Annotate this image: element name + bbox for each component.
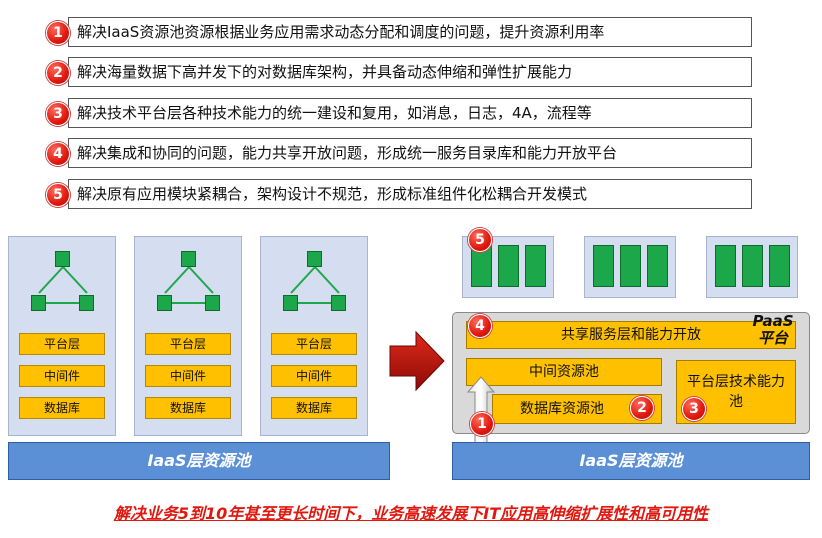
problem-item: 解决原有应用模块紧耦合，架构设计不规范，形成标准组件化松耦合开发模式	[68, 179, 752, 209]
vm-layer: 中间件	[19, 365, 105, 387]
problem-item: 解决IaaS资源池资源根据业务应用需求动态分配和调度的问题，提升资源利用率	[68, 17, 752, 47]
badge-database: 2	[630, 396, 654, 420]
tree-node	[157, 295, 172, 311]
badge-apps: 5	[468, 228, 492, 252]
vm-layer: 平台层	[145, 333, 231, 355]
middleware-pool: 中间资源池	[466, 358, 662, 386]
tree-node	[31, 295, 46, 311]
tree-lines	[38, 266, 88, 304]
badge-shared-service: 4	[468, 314, 492, 338]
vm-layer: 数据库	[271, 397, 357, 419]
right-iaas-label: IaaS层资源池	[579, 451, 683, 470]
shared-service-label: 共享服务层和能力开放	[561, 327, 701, 343]
problem-item: 解决集成和协同的问题，能力共享开放问题，形成统一服务目录库和能力开放平台	[68, 138, 752, 168]
virtual-machine: 平台层中间件数据库	[260, 236, 368, 436]
app-module-2	[584, 236, 676, 298]
badge-platform: 3	[682, 397, 706, 421]
tree-connector	[290, 266, 316, 294]
right-iaas-pool: IaaS层资源池	[452, 442, 810, 480]
problem-number-badge: 1	[46, 21, 70, 45]
component-bar	[647, 245, 668, 287]
virtual-machine: 平台层中间件数据库	[134, 236, 242, 436]
vm-layer: 数据库	[19, 397, 105, 419]
vm-layer: 中间件	[271, 365, 357, 387]
component-bar	[715, 245, 736, 287]
component-bar	[769, 245, 790, 287]
tree-connector	[38, 266, 64, 294]
tree-connector	[314, 266, 340, 294]
tree-node	[205, 295, 220, 311]
problem-number-badge: 4	[46, 142, 70, 166]
problem-item: 解决技术平台层各种技术能力的统一建设和复用，如消息，日志，4A，流程等	[68, 98, 752, 128]
tree-node	[331, 295, 346, 311]
vm-layer: 数据库	[145, 397, 231, 419]
platform-capability-pool: 平台层技术能力池	[676, 360, 796, 424]
app-module-3	[706, 236, 798, 298]
tree-node	[307, 251, 322, 267]
tree-lines	[290, 266, 340, 304]
vm-layer: 平台层	[19, 333, 105, 355]
problem-number-badge: 3	[46, 102, 70, 126]
component-bar	[742, 245, 763, 287]
component-bar	[620, 245, 641, 287]
vm-layer: 中间件	[145, 365, 231, 387]
tree-connector	[62, 266, 88, 294]
tree-node	[79, 295, 94, 311]
right-arrow-icon	[389, 330, 445, 392]
app-module-1	[462, 236, 554, 298]
tree-node	[181, 251, 196, 267]
tree-connector	[188, 266, 214, 294]
tree-node	[283, 295, 298, 311]
footer-statement: 解决业务5到10年甚至更长时间下，业务高速发展下IT应用高伸缩扩展性和高可用性	[113, 504, 709, 523]
problem-number-badge: 5	[46, 183, 70, 207]
left-iaas-pool: IaaS层资源池	[8, 442, 390, 480]
tree-lines	[164, 266, 214, 304]
vm-layer: 平台层	[271, 333, 357, 355]
problem-number-badge: 2	[46, 61, 70, 85]
badge-iaas: 1	[470, 412, 494, 436]
paas-title-line2: 平台	[757, 329, 788, 347]
component-bar	[593, 245, 614, 287]
component-bar	[498, 245, 519, 287]
problem-item: 解决海量数据下高并发下的对数据库架构，并具备动态伸缩和弹性扩展能力	[68, 57, 752, 87]
paas-title: PaaS 平台	[742, 313, 804, 347]
component-bar	[525, 245, 546, 287]
tree-connector	[164, 266, 190, 294]
paas-title-line1: PaaS	[752, 312, 794, 330]
tree-node	[55, 251, 70, 267]
shared-service-layer: 共享服务层和能力开放	[466, 321, 796, 349]
virtual-machine: 平台层中间件数据库	[8, 236, 116, 436]
